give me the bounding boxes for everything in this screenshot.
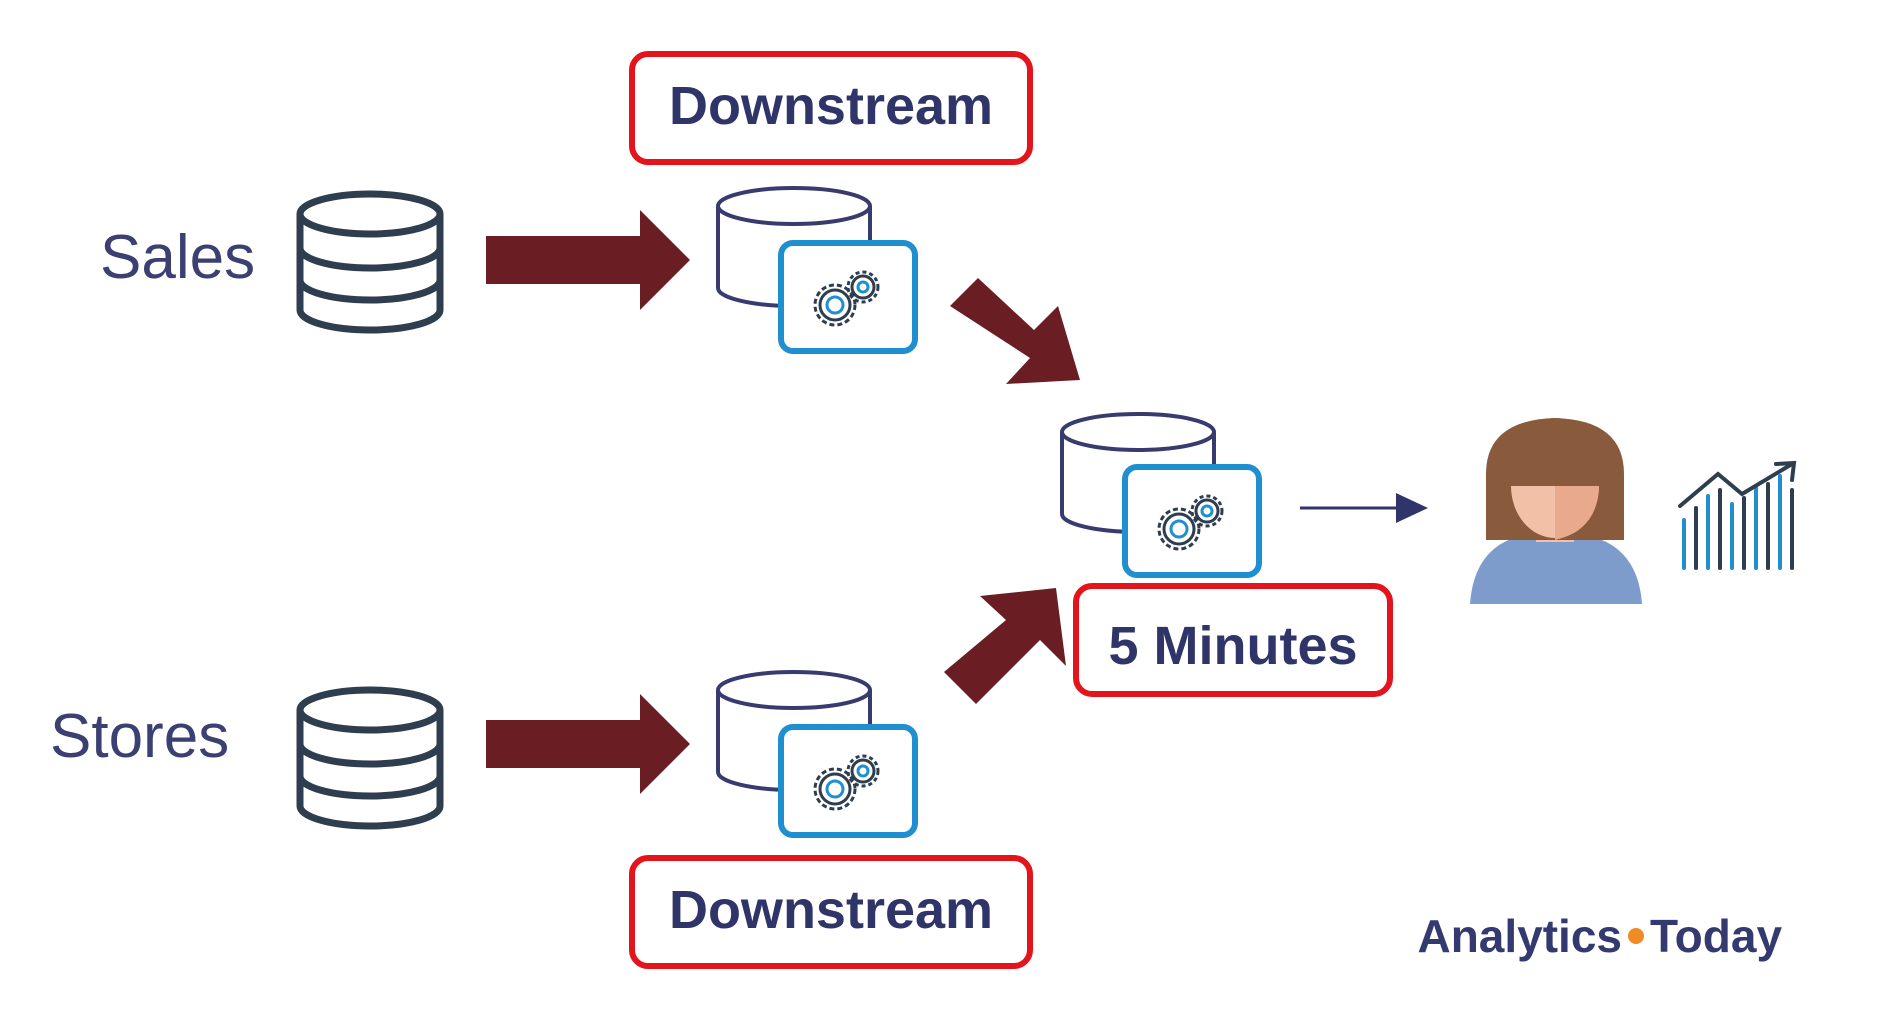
sales-database-icon — [300, 194, 440, 330]
brand-dot — [1628, 928, 1644, 944]
user-avatar-icon — [1470, 418, 1642, 604]
sales-to-task-arrow — [486, 210, 690, 310]
top-task-to-merge-arrow — [950, 278, 1080, 384]
top-downstream-badge: Downstream — [629, 51, 1033, 165]
stores-database-icon — [300, 690, 440, 826]
bottom-task-to-merge-arrow — [944, 588, 1066, 704]
to-consumer-arrow — [1300, 493, 1428, 523]
frequency-badge: 5 Minutes — [1073, 583, 1393, 697]
stores-label: Stores — [50, 702, 229, 771]
bottom-task-gear-icon — [781, 727, 915, 835]
top-task-gear-icon — [781, 243, 915, 351]
bottom-downstream-badge: Downstream — [629, 855, 1033, 969]
stores-to-task-arrow — [486, 694, 690, 794]
frequency-label: 5 Minutes — [1108, 616, 1357, 676]
merge-task-gear-icon — [1125, 467, 1259, 575]
sales-label: Sales — [100, 223, 255, 292]
brand-today: Today — [1650, 910, 1782, 962]
bottom-downstream-label: Downstream — [669, 880, 993, 940]
top-downstream-label: Downstream — [669, 76, 993, 136]
brand-analytics: Analytics — [1417, 910, 1622, 962]
bar-chart-trend-icon — [1678, 460, 1797, 570]
brand-logo: Analytics Today — [1417, 910, 1782, 962]
